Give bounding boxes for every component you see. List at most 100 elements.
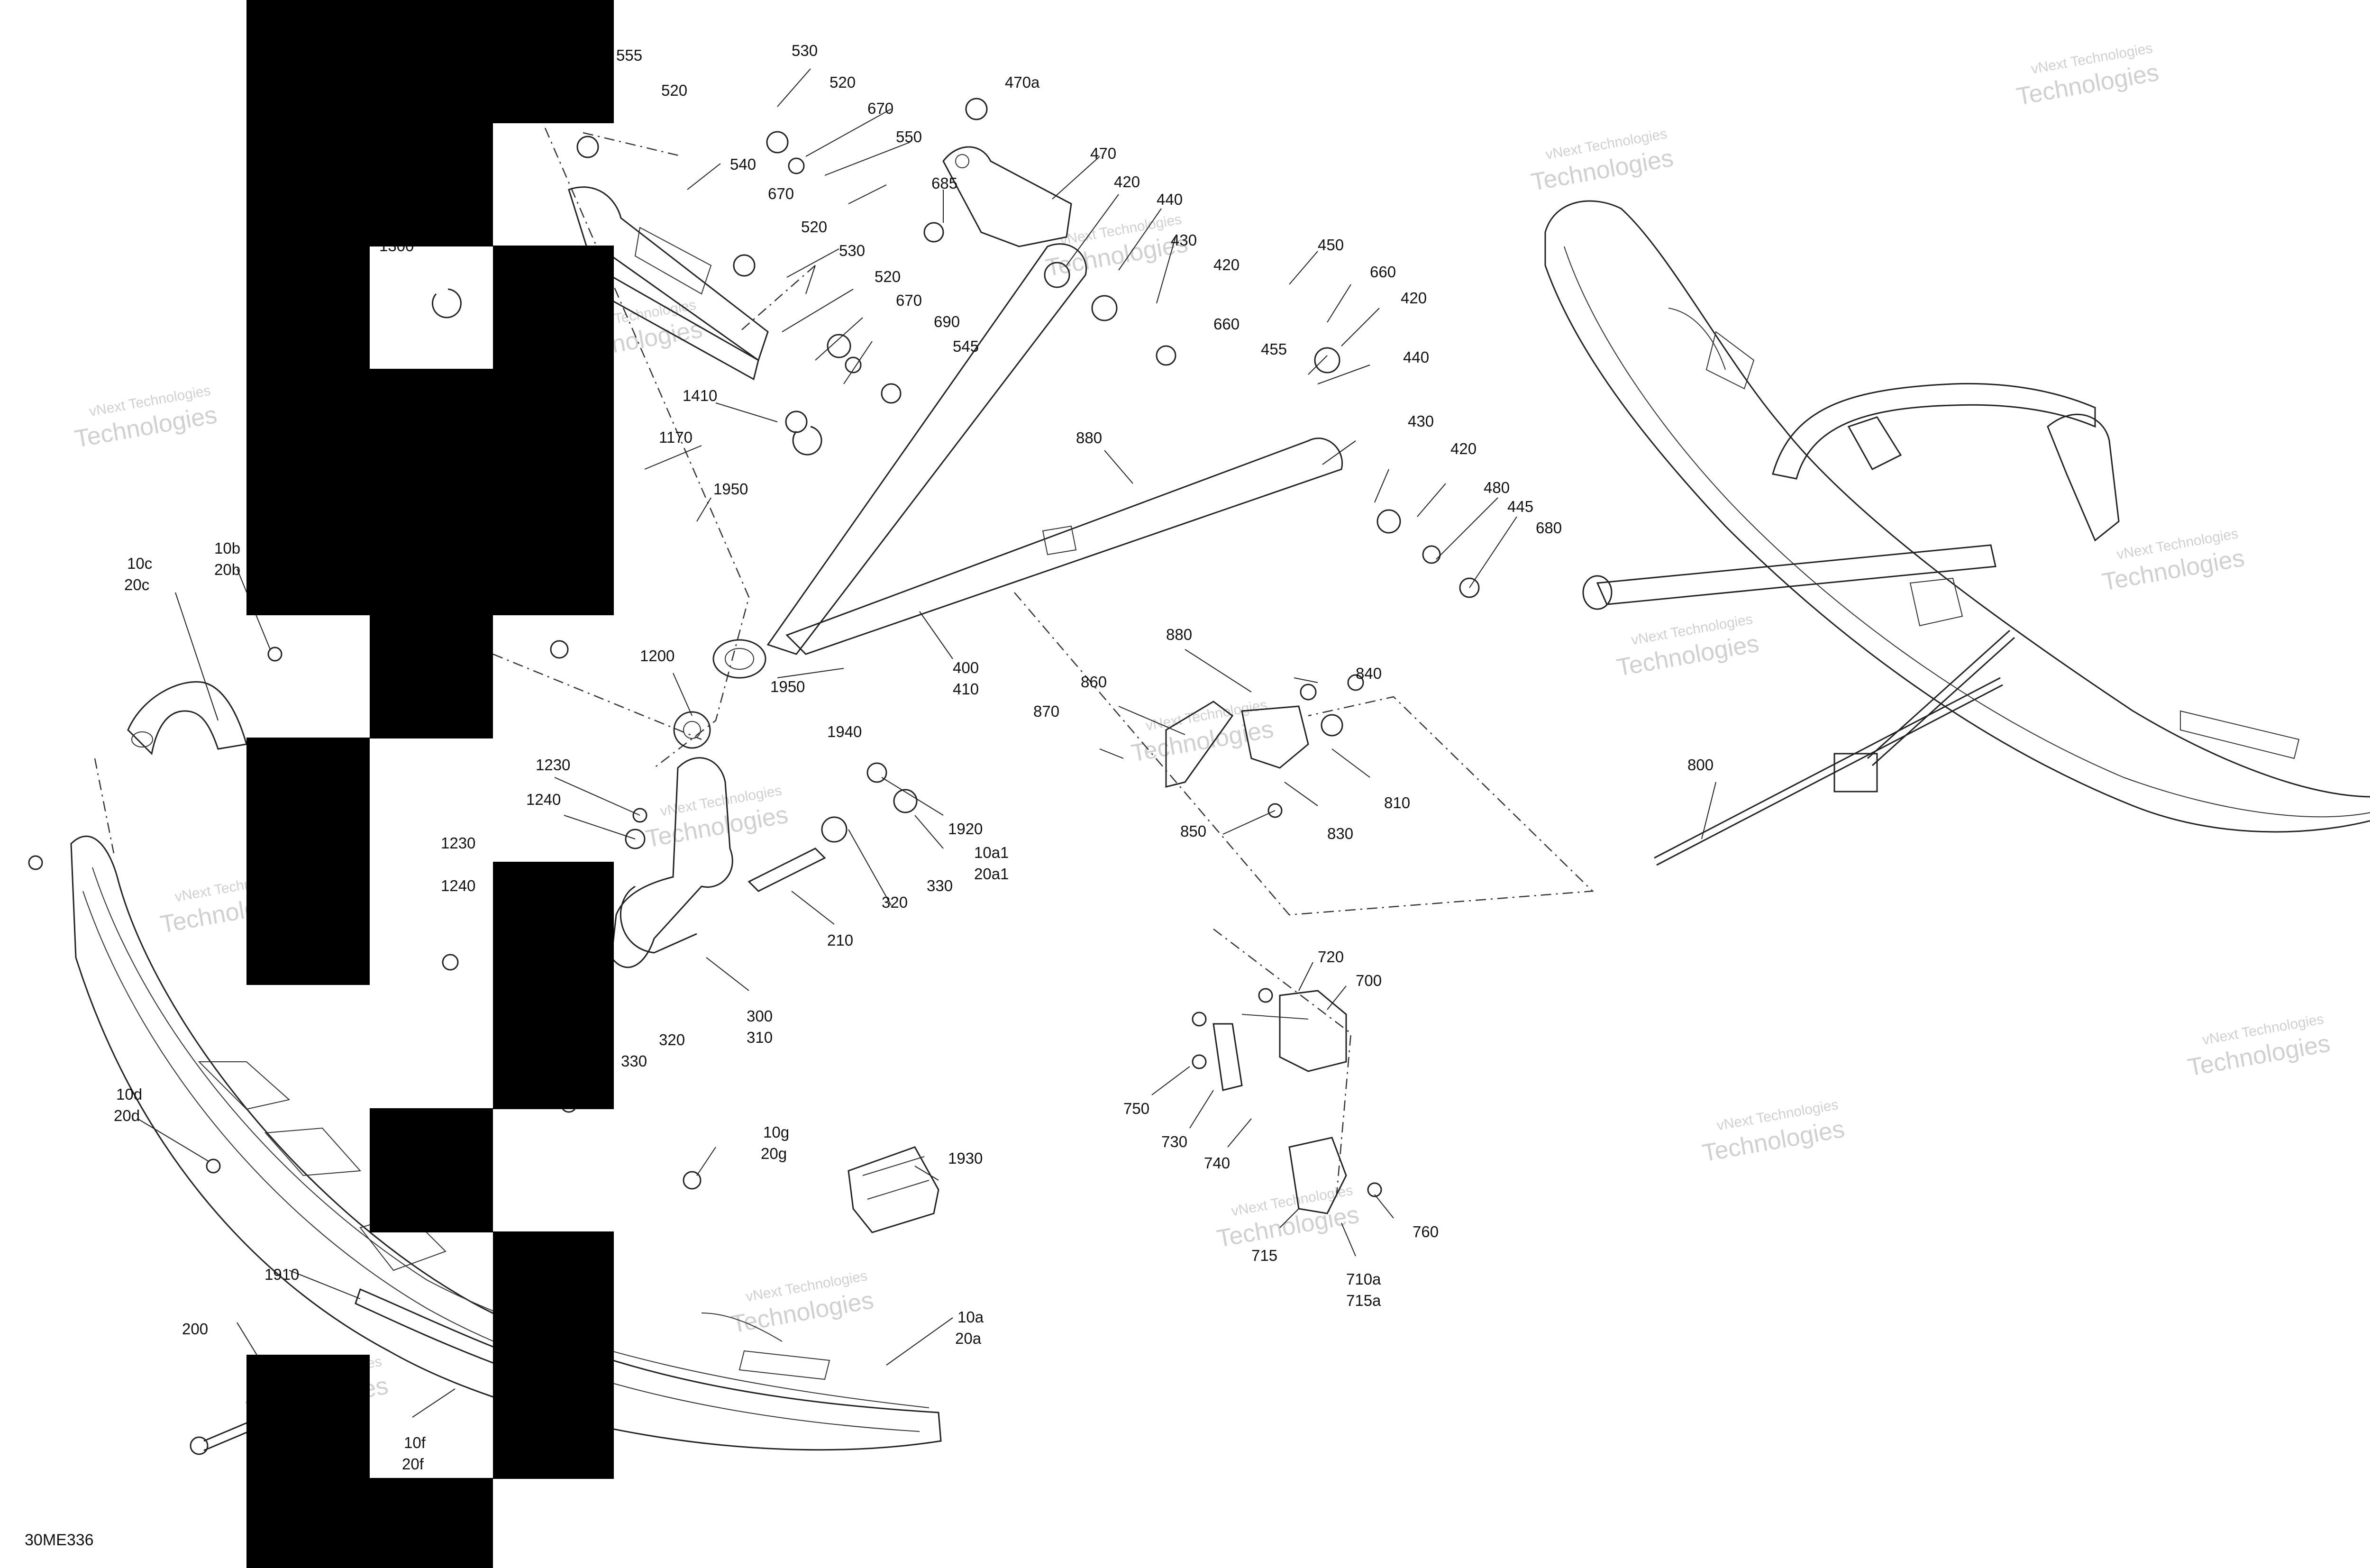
callout-20b: 20b <box>214 561 240 578</box>
redaction-block <box>246 0 614 123</box>
callout-1950: 1950 <box>713 480 748 498</box>
redaction-block <box>246 1478 493 1568</box>
callout-520: 520 <box>830 73 856 91</box>
diagram-code: 30ME336 <box>25 1531 94 1549</box>
ski-left <box>70 835 942 1451</box>
callout-320: 320 <box>659 1031 685 1048</box>
callout-10b: 10b <box>214 539 240 557</box>
redaction-block <box>493 862 614 1109</box>
callout-440: 440 <box>1157 191 1183 208</box>
callout-870: 870 <box>1033 702 1059 720</box>
callout-670: 670 <box>896 292 922 309</box>
shaft-210 <box>747 848 826 892</box>
callout-850: 850 <box>1180 822 1206 840</box>
callout-455: 455 <box>1261 340 1287 358</box>
callout-715: 715 <box>1251 1247 1277 1264</box>
callout-200: 200 <box>182 1320 208 1338</box>
callout-670: 670 <box>768 185 794 202</box>
callout-470: 470 <box>1090 145 1116 162</box>
redaction-block <box>493 1231 614 1356</box>
callout-860: 860 <box>1081 673 1107 691</box>
callout-760: 760 <box>1413 1223 1439 1240</box>
callout-20f: 20f <box>402 1455 424 1473</box>
assembly-lines <box>94 128 1594 1195</box>
callout-550: 550 <box>896 128 922 146</box>
callout-700: 700 <box>1356 972 1382 989</box>
redaction-block <box>246 738 370 985</box>
callout-10f: 10f <box>404 1434 426 1451</box>
callout-450: 450 <box>1318 236 1344 254</box>
callout-10a: 10a <box>957 1308 984 1326</box>
callout-20g: 20g <box>761 1145 787 1162</box>
callout-520: 520 <box>661 82 687 99</box>
callout-880: 880 <box>1076 429 1102 447</box>
callout-20a: 20a <box>955 1330 982 1347</box>
callout-420: 420 <box>1213 256 1240 273</box>
redaction-block <box>246 122 493 246</box>
lower-a-arm <box>712 243 1343 679</box>
callout-420: 420 <box>1450 440 1477 457</box>
callout-1200: 1200 <box>640 647 675 665</box>
snap-rings <box>431 288 822 456</box>
redaction-block <box>493 1355 614 1479</box>
link-860 <box>1165 701 1234 788</box>
callout-710a: 710a <box>1346 1270 1381 1288</box>
leader-lines <box>137 68 1716 1418</box>
redaction-block <box>246 246 370 370</box>
callout-660: 660 <box>1370 263 1396 281</box>
callout-715a: 715a <box>1346 1292 1381 1309</box>
linkage-730 <box>1212 1023 1243 1091</box>
spindle-assembly <box>611 711 733 968</box>
callout-300: 300 <box>747 1007 773 1025</box>
callout-445: 445 <box>1507 498 1533 515</box>
callout-430: 430 <box>1408 412 1434 430</box>
callout-20c: 20c <box>124 576 149 593</box>
callout-810: 810 <box>1384 794 1410 811</box>
callout-520: 520 <box>875 268 901 285</box>
callout-20d: 20d <box>114 1107 140 1124</box>
callout-740: 740 <box>1204 1154 1230 1172</box>
callout-545: 545 <box>953 337 979 355</box>
bracket-830 <box>1241 705 1309 769</box>
callout-1950: 1950 <box>770 678 805 695</box>
callout-20a1: 20a1 <box>974 865 1009 883</box>
callout-1920: 1920 <box>948 820 983 838</box>
callout-400: 400 <box>953 659 979 676</box>
callout-530: 530 <box>792 42 818 59</box>
callout-420: 420 <box>1401 289 1427 307</box>
bracket-470 <box>942 146 1072 247</box>
callout-10g: 10g <box>763 1123 789 1141</box>
assembled-ski-view <box>1544 200 2370 833</box>
wear-pad-1930 <box>848 1146 939 1233</box>
callout-470a: 470a <box>1005 73 1040 91</box>
callout-10c: 10c <box>127 555 152 572</box>
callout-1910: 1910 <box>264 1266 299 1283</box>
ski-handle <box>127 681 247 756</box>
callout-540: 540 <box>730 155 756 173</box>
callout-330: 330 <box>621 1052 647 1070</box>
callout-1230: 1230 <box>536 756 570 774</box>
sensor-700 <box>1241 990 1347 1072</box>
callout-660: 660 <box>1213 315 1240 333</box>
callout-210: 210 <box>827 931 853 949</box>
redaction-blocks <box>246 0 614 1568</box>
callout-800: 800 <box>1687 756 1714 774</box>
redaction-block <box>493 246 614 370</box>
callout-1240: 1240 <box>441 877 475 894</box>
callout-530: 530 <box>839 242 865 259</box>
callout-1170: 1170 <box>659 428 693 446</box>
callout-555: 555 <box>616 46 642 64</box>
hardware-items <box>28 98 1480 1197</box>
callout-1930: 1930 <box>948 1149 983 1167</box>
callout-680: 680 <box>1536 519 1562 537</box>
redaction-block <box>370 1108 493 1232</box>
callout-320: 320 <box>882 893 908 911</box>
callout-750: 750 <box>1123 1100 1149 1117</box>
callout-720: 720 <box>1318 948 1344 966</box>
callout-10d: 10d <box>116 1085 142 1103</box>
callout-440: 440 <box>1403 348 1429 366</box>
callout-690: 690 <box>934 313 960 330</box>
callout-730: 730 <box>1161 1133 1187 1150</box>
callout-840: 840 <box>1356 665 1382 682</box>
callout-685: 685 <box>931 174 957 192</box>
